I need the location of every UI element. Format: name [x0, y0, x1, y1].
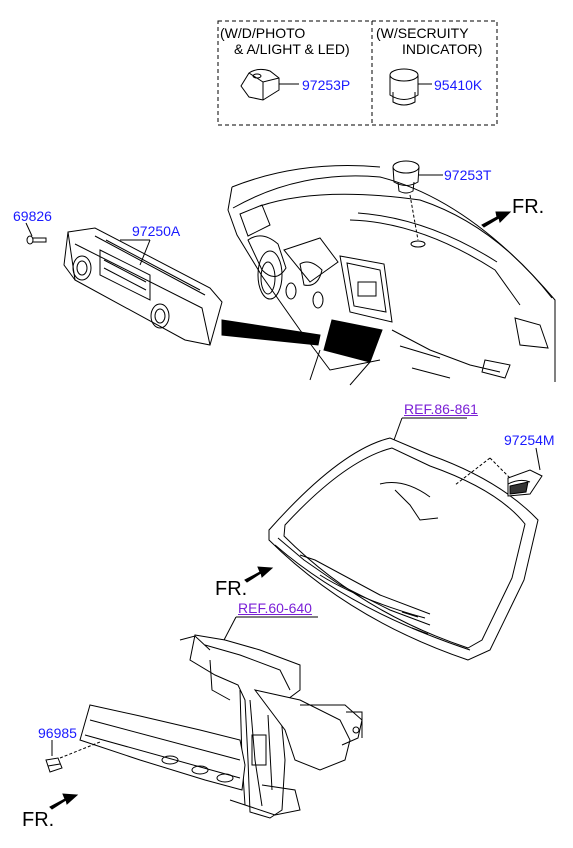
variant-left-subtitle: & A/LIGHT & LED) [234, 41, 350, 57]
direction-label-fr-2: FR. [215, 578, 248, 600]
part-label-97253P[interactable]: 97253P [302, 77, 351, 93]
part-label-69826[interactable]: 69826 [13, 208, 52, 224]
rain-sensor-97254M-drawing [454, 447, 543, 497]
part-label-97254M[interactable]: 97254M [504, 432, 555, 448]
part-label-97250A[interactable]: 97250A [132, 223, 181, 239]
control-unit-97250A-drawing [63, 227, 321, 346]
dashboard-drawing [227, 165, 556, 386]
sensor-97253T-drawing [392, 160, 443, 248]
fr-arrow-3 [49, 793, 79, 810]
fr-arrow-2 [244, 566, 274, 583]
screw-69826-drawing [25, 222, 47, 245]
variant-box [217, 20, 498, 126]
fr-arrow-1 [481, 211, 512, 228]
part-label-95410K[interactable]: 95410K [434, 77, 483, 93]
front-end-module-drawing [79, 634, 363, 819]
ref-link-front-end[interactable]: REF.60-640 [238, 600, 312, 616]
windshield-drawing [268, 437, 539, 661]
direction-label-fr-3: FR. [22, 809, 55, 831]
ref-link-windshield[interactable]: REF.86-861 [404, 401, 478, 417]
clip-96985-drawing [45, 740, 101, 773]
direction-label-fr-1: FR. [512, 196, 545, 218]
switch-95410K-drawing [389, 68, 432, 106]
part-label-96985[interactable]: 96985 [38, 725, 77, 741]
variant-right-subtitle: INDICATOR) [402, 41, 483, 57]
part-label-97253T[interactable]: 97253T [444, 167, 492, 183]
variant-left-title: (W/D/PHOTO [220, 25, 306, 41]
sensor-97253P-drawing [240, 68, 299, 101]
variant-right-title: (W/SECRUITY [376, 25, 469, 41]
